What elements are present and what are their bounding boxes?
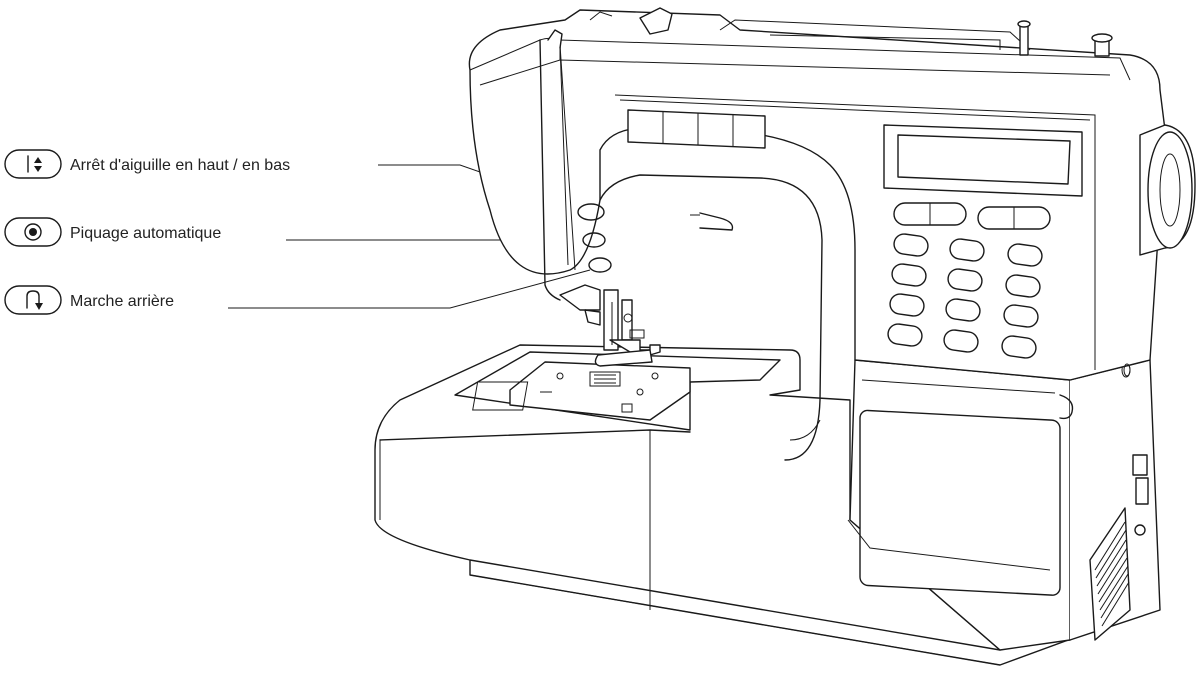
needle-up-down-button <box>577 203 605 221</box>
callout-reverse: Marche arrière <box>4 269 591 315</box>
throat-arch <box>599 174 823 461</box>
leader-line-reverse <box>228 269 591 309</box>
callout-label-needle-up-down: Arrêt d'aiguille en haut / en bas <box>70 157 290 174</box>
power-switch <box>1121 362 1149 536</box>
callout-needle-up-down: Arrêt d'aiguille en haut / en bas <box>4 149 581 208</box>
callout-label-reverse: Marche arrière <box>70 293 174 310</box>
callout-auto-lock: Piquage automatique <box>4 217 580 247</box>
machine-head <box>468 9 1166 381</box>
front-buttons <box>577 203 612 273</box>
stitch-selector-window <box>627 109 766 149</box>
lcd-frame <box>883 124 1083 197</box>
handwheel <box>1139 124 1196 256</box>
reverse-stitch-icon <box>4 285 62 315</box>
presser-foot-assembly <box>559 284 661 367</box>
sewing-machine-illustration <box>374 7 1196 666</box>
reverse-button <box>588 257 612 273</box>
lcd-screen <box>897 134 1071 185</box>
needle-up-down-icon <box>4 149 62 179</box>
accessory-cover <box>859 409 1061 596</box>
free-arm-base <box>374 344 1001 651</box>
needle-plate <box>509 361 691 421</box>
auto-lock-button <box>582 232 606 248</box>
callout-label-auto-lock: Piquage automatique <box>70 225 221 242</box>
auto-lock-stitch-icon <box>4 217 62 247</box>
side-vent <box>1089 507 1131 641</box>
control-panel-buttons <box>887 202 1051 359</box>
spool-pins <box>589 7 1113 57</box>
